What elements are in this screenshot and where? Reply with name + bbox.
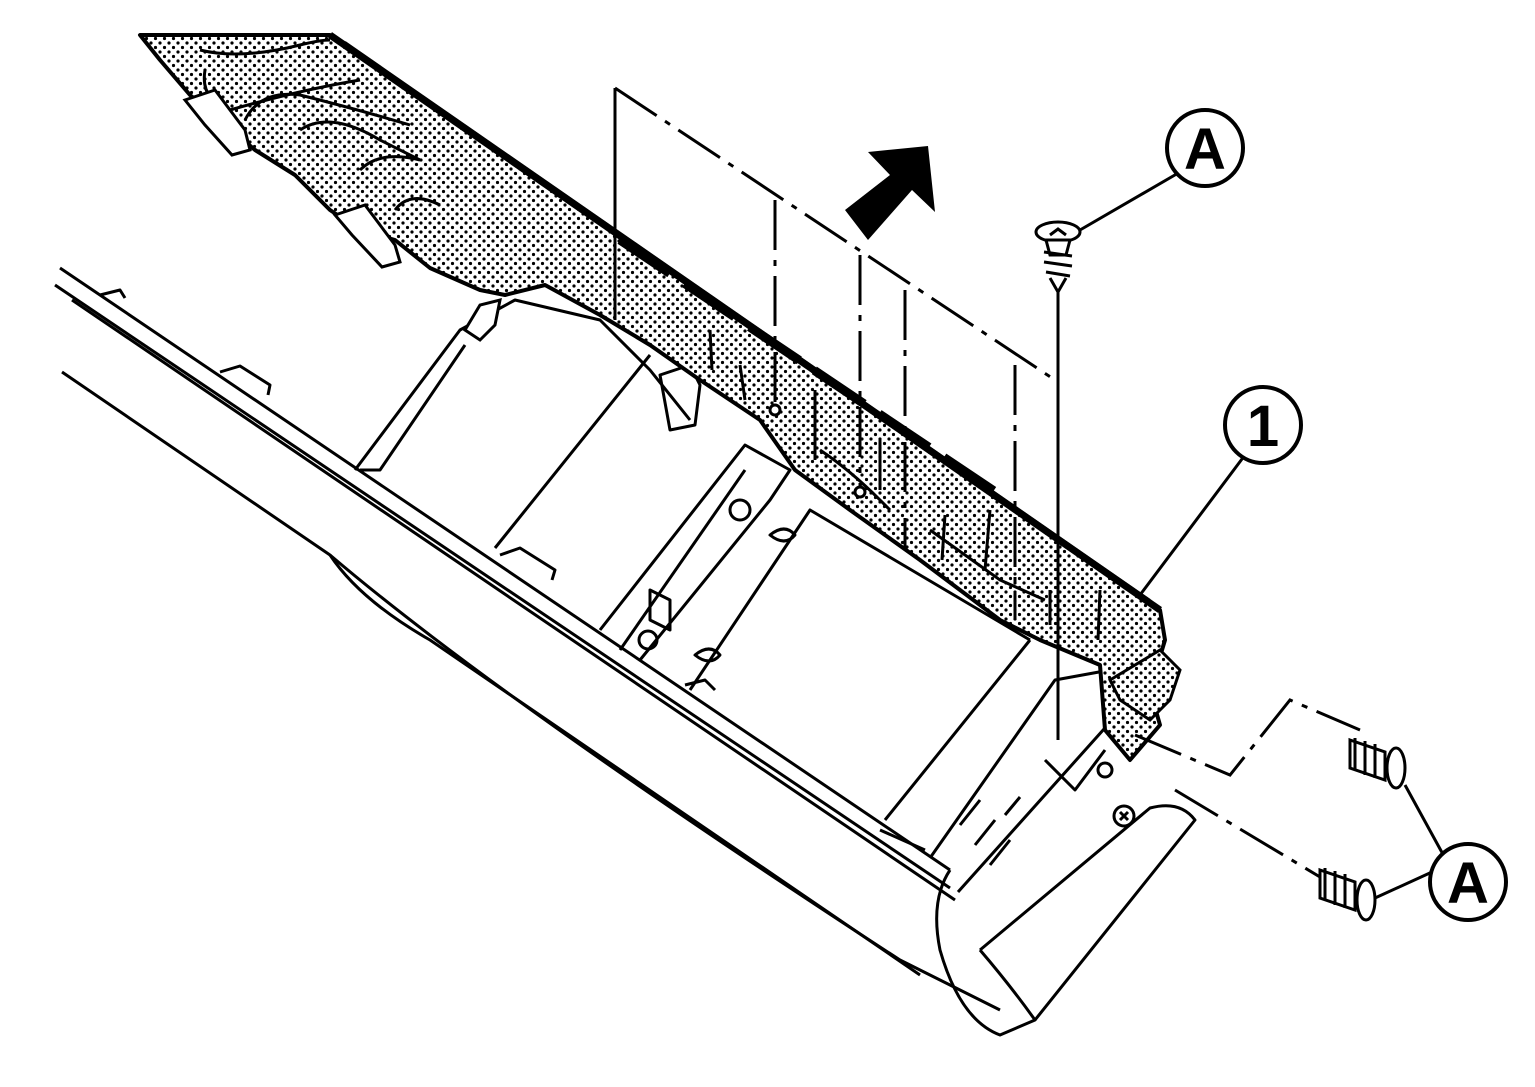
- arrow-up-right-icon: [845, 146, 935, 240]
- callout-part-1: 1: [1223, 385, 1303, 465]
- callout-part-1-label: 1: [1247, 394, 1279, 459]
- instrument-panel-housing: [54, 266, 1197, 1037]
- callout-a-side-label: A: [1447, 851, 1489, 916]
- clip-guide-lines: [613, 86, 1059, 620]
- inner-bracket-assembly: [353, 298, 1136, 866]
- side-screws: [1134, 698, 1407, 922]
- callout-a-top: A: [1165, 108, 1245, 188]
- callout-a-side: A: [1428, 842, 1508, 922]
- tapping-screw-icon: [1318, 867, 1377, 922]
- leader-lines: [1079, 170, 1447, 900]
- cover-panel-part-1: [138, 32, 1182, 762]
- tapping-screw-icon: [1348, 737, 1407, 790]
- tapping-screw-icon: [1034, 220, 1082, 740]
- callout-a-top-label: A: [1184, 117, 1226, 182]
